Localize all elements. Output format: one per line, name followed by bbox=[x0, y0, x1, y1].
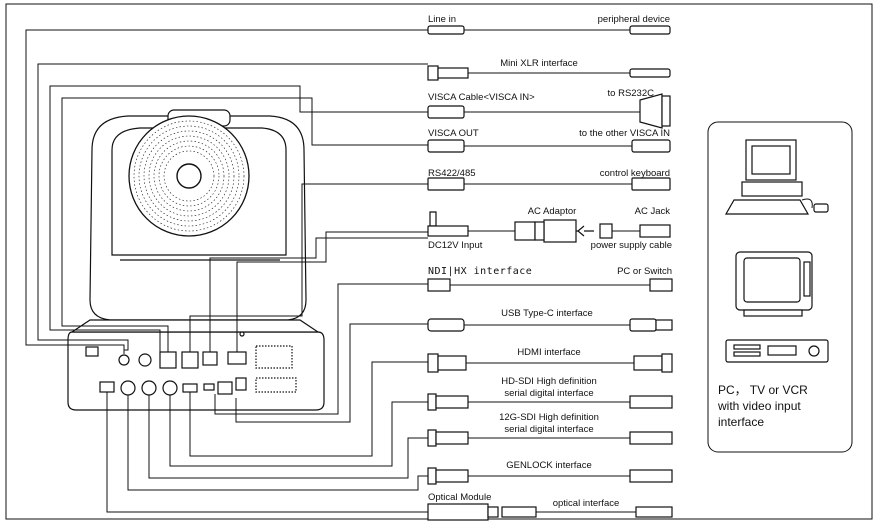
cable-labels: Line in peripheral device Mini XLR inter… bbox=[428, 14, 672, 509]
label-pc-or-switch: PC or Switch bbox=[617, 266, 672, 277]
label-12g-sdi-1: 12G-SDI High definition bbox=[499, 412, 599, 423]
label-usb-c: USB Type-C interface bbox=[501, 308, 593, 319]
cable-mini-xlr bbox=[427, 65, 671, 81]
label-ac-adaptor: AC Adaptor bbox=[528, 206, 577, 217]
side-panel: PC， TV or VCR with video input interface bbox=[707, 121, 853, 453]
cable-visca-out bbox=[427, 139, 671, 153]
cable-rs422 bbox=[427, 177, 671, 191]
pc-icon bbox=[724, 139, 829, 215]
label-to-rs232c: to RS232C bbox=[608, 88, 655, 99]
label-hd-sdi-2: serial digital interface bbox=[504, 388, 593, 399]
label-visca-in: VISCA Cable<VISCA IN> bbox=[428, 92, 535, 103]
cable-12g-sdi bbox=[427, 429, 673, 447]
cable-optical bbox=[427, 503, 673, 521]
label-ac-jack: AC Jack bbox=[635, 206, 671, 217]
camera-base bbox=[67, 331, 325, 411]
cable-set bbox=[427, 25, 673, 521]
label-optical-interface: optical interface bbox=[553, 498, 620, 509]
lock-slot bbox=[85, 346, 99, 357]
label-line-in: Line in bbox=[428, 14, 456, 25]
label-hd-sdi-1: HD-SDI High definition bbox=[501, 376, 597, 387]
cable-visca-in bbox=[427, 93, 671, 129]
cable-hdmi bbox=[427, 353, 673, 373]
label-visca-out: VISCA OUT bbox=[428, 128, 479, 139]
cable-genlock bbox=[427, 467, 673, 485]
label-power-supply-cable: power supply cable bbox=[591, 240, 672, 251]
tv-monitor-icon bbox=[735, 251, 813, 317]
cable-usb-c bbox=[427, 318, 673, 332]
wiring bbox=[25, 29, 428, 513]
label-peripheral-device: peripheral device bbox=[598, 14, 670, 25]
side-caption-2: with video input bbox=[717, 399, 801, 413]
label-dc12v-input: DC12V Input bbox=[428, 240, 483, 251]
label-optical-module: Optical Module bbox=[428, 492, 491, 503]
label-control-keyboard: control keyboard bbox=[600, 168, 670, 179]
side-caption-1: PC， TV or VCR bbox=[718, 383, 808, 397]
cable-line-in bbox=[427, 25, 671, 35]
vcr-icon bbox=[725, 339, 829, 363]
label-12g-sdi-2: serial digital interface bbox=[504, 424, 593, 435]
ptz-camera bbox=[67, 109, 325, 411]
side-caption-3: interface bbox=[718, 415, 764, 429]
label-ndi: NDI|HX interface bbox=[428, 266, 532, 277]
lens bbox=[176, 163, 202, 189]
label-rs422: RS422/485 bbox=[428, 168, 476, 179]
label-mini-xlr: Mini XLR interface bbox=[500, 58, 578, 69]
label-hdmi: HDMI interface bbox=[517, 347, 580, 358]
cable-ac-adaptor bbox=[427, 211, 671, 243]
label-to-other-visca-in: to the other VISCA IN bbox=[579, 128, 670, 139]
cable-ndi bbox=[427, 278, 673, 292]
label-genlock: GENLOCK interface bbox=[506, 460, 592, 471]
cable-hd-sdi bbox=[427, 393, 673, 411]
